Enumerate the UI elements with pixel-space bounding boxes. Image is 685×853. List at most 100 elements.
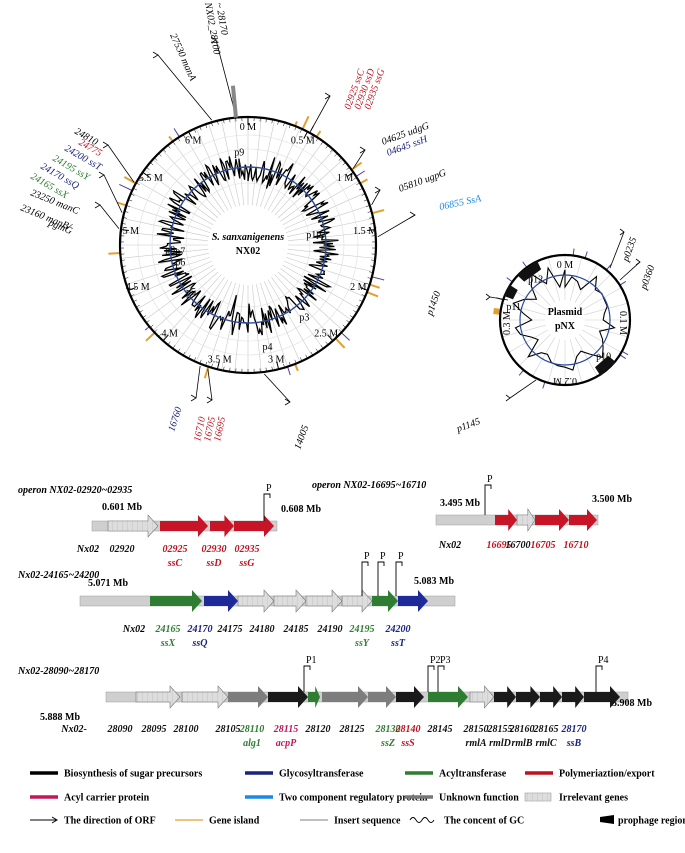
insert-sequence-mark xyxy=(619,354,627,360)
grid-spoke xyxy=(287,231,376,242)
promoter-marker xyxy=(437,665,445,692)
insert-sequence-mark xyxy=(619,280,627,286)
legend-item-7: Irrelevant genes xyxy=(524,793,628,804)
plasmid-title: Plasmid xyxy=(548,307,583,318)
grid-spoke xyxy=(260,282,288,367)
gene-leader-line xyxy=(310,95,331,132)
legend-label: Two component regulatory protein xyxy=(279,793,428,804)
gene-name-ssZ: ssZ xyxy=(380,738,395,749)
scale-label-5: 2.5 M xyxy=(314,328,338,339)
grid-spoke xyxy=(130,260,212,298)
gene-island-mark xyxy=(116,201,127,207)
plasmid-grid-spoke xyxy=(574,337,598,377)
operon-end-coordinate: 0.608 Mb xyxy=(281,504,321,515)
grid-spoke xyxy=(251,284,262,373)
gene-label-g9: 05810 ugpG xyxy=(397,167,447,194)
prophage-region-block xyxy=(595,355,616,376)
gene-id-28150: 28150 xyxy=(463,724,489,735)
insert-sequence-mark xyxy=(173,128,180,138)
orf-direction-arrow xyxy=(485,293,491,301)
prophage-label-p6: p6 xyxy=(175,257,185,268)
gene-label-g10: 06855 SsA xyxy=(438,193,483,213)
scale-label-0: 0 M xyxy=(240,122,257,133)
promoter-label-P4: P4 xyxy=(598,655,609,666)
promoter-marker xyxy=(303,665,311,692)
orf-direction-arrow xyxy=(505,394,511,402)
legend-swatch xyxy=(600,815,614,824)
gene-leader-line xyxy=(99,204,120,229)
legend-item-4: Acyl carrier protein xyxy=(30,793,150,804)
promoter-label-P: P xyxy=(364,551,370,562)
genome-gc-content-line xyxy=(156,156,339,336)
plasmid-grid-spoke xyxy=(518,333,552,367)
gene-arrow-02935 xyxy=(234,515,274,537)
grid-spoke xyxy=(120,248,209,259)
scale-label-7: 3.5 M xyxy=(208,355,232,366)
grid-spoke xyxy=(267,279,313,357)
gene-leader-line xyxy=(371,189,381,206)
scale-tick xyxy=(276,361,280,370)
grid-spoke xyxy=(285,257,370,285)
legend-label: The direction of ORF xyxy=(64,816,156,827)
promoter-label-P: P xyxy=(487,474,493,485)
gene-id-28160: 28160 xyxy=(509,724,535,735)
gene-id-prefix: Nx02 xyxy=(438,540,461,551)
promoter-label-P2: P2 xyxy=(430,655,441,666)
genome-circle-map: 0 M0.5 M1 M1.5 M2 M2.5 M3 M3.5 M4 M4.5 M… xyxy=(19,1,483,451)
grid-spoke xyxy=(162,274,222,341)
gene-arrow-28125 xyxy=(396,686,424,708)
grid-spoke xyxy=(267,133,313,211)
scale-tick xyxy=(142,171,150,178)
plasmid-grid-spoke xyxy=(569,257,583,301)
insert-sequence-mark xyxy=(119,183,133,191)
prophage-label-p1: p1 xyxy=(306,230,316,241)
plasmid-gc-baseline xyxy=(519,274,611,366)
plasmid-gene-label-p0360: p0360 xyxy=(638,264,657,292)
gene-name-acpP: acpP xyxy=(276,738,297,749)
genome-organism-name: S. sanxanigenens xyxy=(212,232,284,243)
plasmid-grid-spoke xyxy=(582,287,622,311)
genome-radial-grid xyxy=(120,117,376,373)
gene-island-mark xyxy=(359,178,368,185)
prophage-region-block xyxy=(503,284,518,300)
legend-label: Polymeriaztion/export xyxy=(559,769,655,780)
gene-id-16705: 16705 xyxy=(531,540,556,551)
gene-arrow-02930 xyxy=(210,515,234,537)
grid-spoke xyxy=(287,253,374,272)
insert-sequence-mark xyxy=(542,381,546,389)
operon-end-coordinate: 5.083 Mb xyxy=(414,576,454,587)
gene-island-mark xyxy=(123,176,137,185)
plasmid-scale-labels: 0 M0.1 M0.2 M0.3 M xyxy=(502,260,628,386)
prophage-region-block xyxy=(516,260,542,282)
gene-label-g24: 14005 xyxy=(292,424,311,451)
genome-gene-islands xyxy=(108,115,385,379)
plasmid-outer-ring xyxy=(498,253,632,387)
plasmid-gene-label-p1145: p1145 xyxy=(454,416,482,435)
grid-spoke xyxy=(271,277,324,349)
gene-id-28130: 28130 xyxy=(375,724,401,735)
gene-label-g1: 27530 manA xyxy=(167,32,198,84)
grid-spoke xyxy=(260,123,288,208)
gene-arrow-24185 xyxy=(305,589,343,613)
gene-arrow-28165 xyxy=(584,686,620,708)
grid-spoke xyxy=(271,141,324,213)
gene-label-g20: 16760 xyxy=(166,406,184,433)
gene-id-28100: 28100 xyxy=(173,724,199,735)
gene-arrow-28140 xyxy=(469,685,495,709)
gene-id-24190: 24190 xyxy=(317,624,343,635)
plasmid-scale-label-2: 0.2 M xyxy=(553,375,577,386)
grid-spoke xyxy=(136,264,214,310)
plasmid-scale-label-0: 0 M xyxy=(557,260,574,271)
promoter-marker xyxy=(484,484,492,515)
scale-tick xyxy=(128,287,136,291)
promoter-label-P1: P1 xyxy=(306,655,317,666)
gene-arrow-28115 xyxy=(322,686,368,708)
grid-spoke xyxy=(256,284,275,371)
